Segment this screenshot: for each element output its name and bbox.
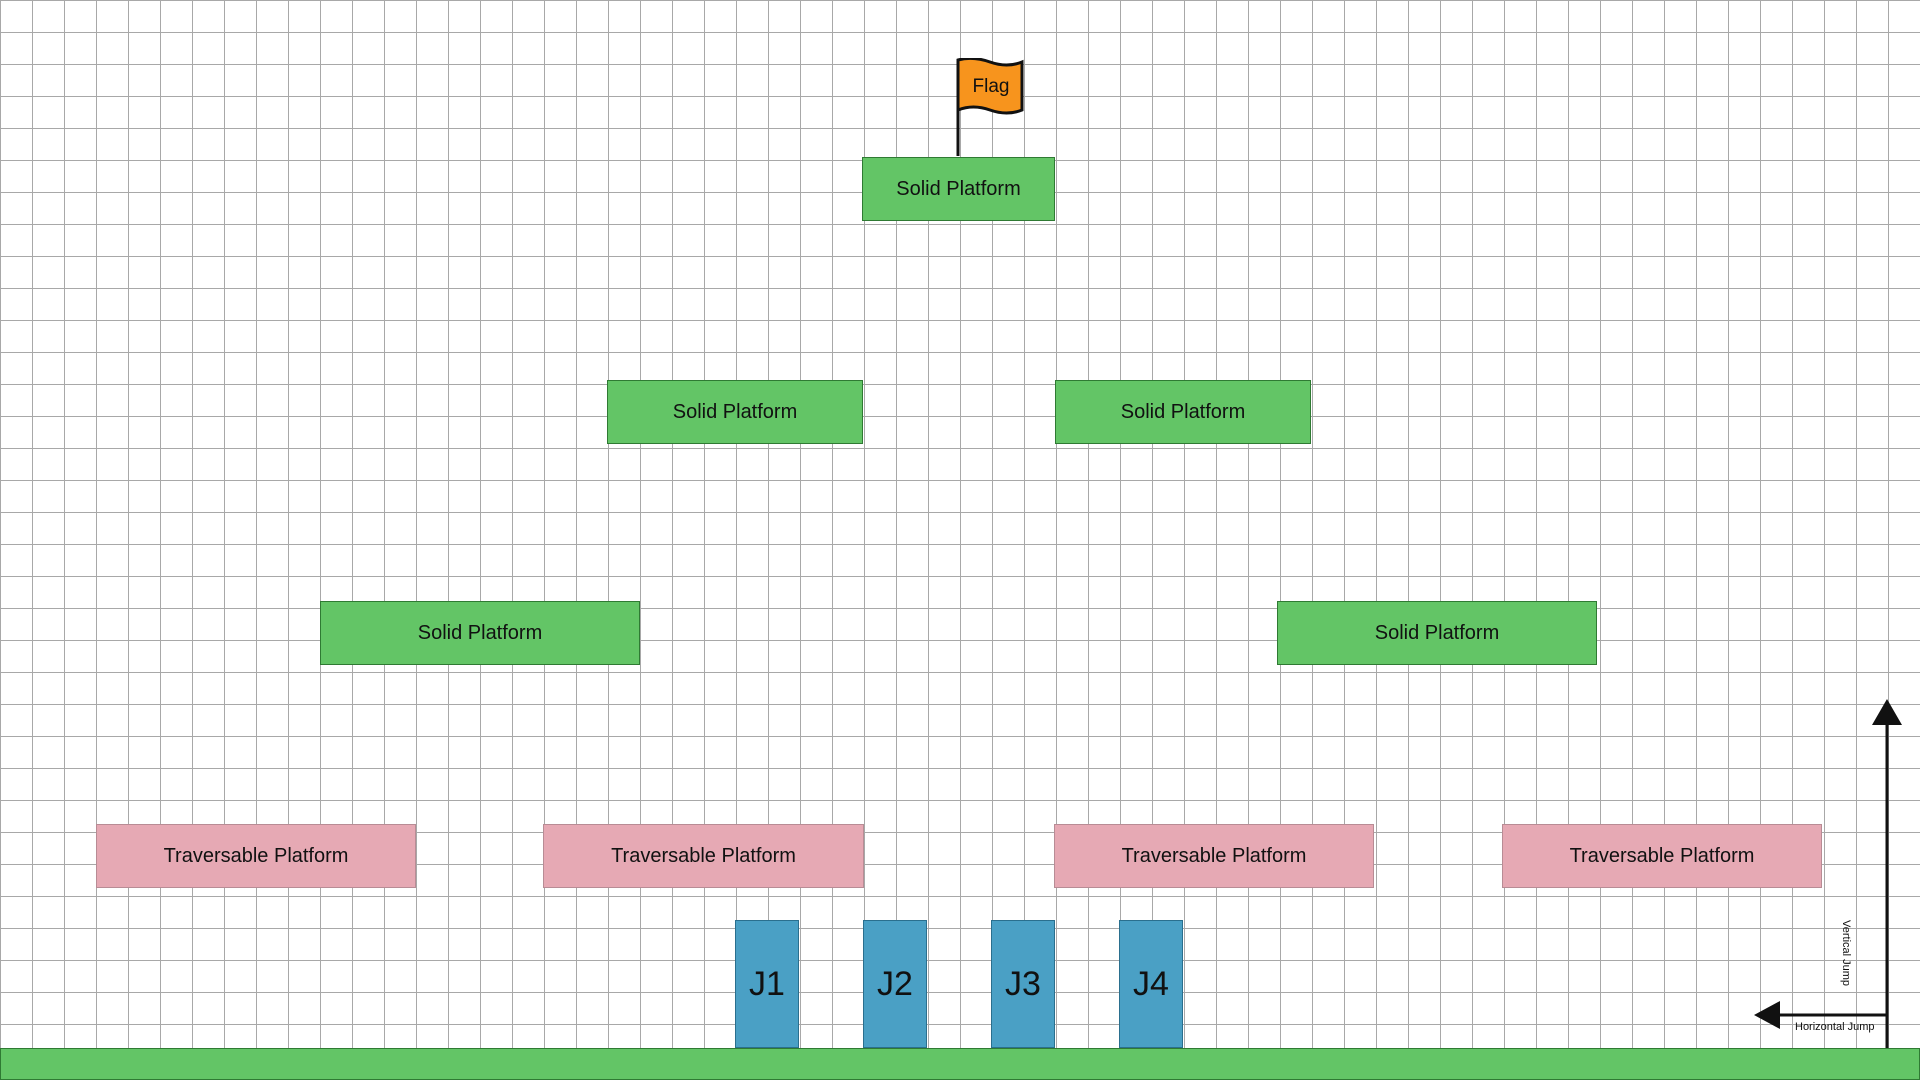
player-j1: J1: [735, 920, 799, 1048]
platform-label: Traversable Platform: [1569, 844, 1755, 867]
player-label: J3: [1005, 964, 1041, 1003]
platform-label: Solid Platform: [1374, 621, 1500, 644]
platform-label: Solid Platform: [1120, 400, 1246, 423]
traversable-platform-4: Traversable Platform: [1502, 824, 1822, 888]
solid-platform-upper-right: Solid Platform: [1055, 380, 1311, 444]
platform-label: Solid Platform: [896, 177, 1021, 200]
player-j4: J4: [1119, 920, 1183, 1048]
platform-label: Traversable Platform: [1121, 844, 1307, 867]
platform-label: Solid Platform: [672, 400, 798, 423]
horizontal-jump-label: Horizontal Jump: [1795, 1021, 1875, 1033]
vertical-jump-label: Vertical Jump: [1840, 920, 1852, 987]
player-label: J4: [1133, 964, 1169, 1003]
platform-label: Solid Platform: [417, 621, 543, 644]
player-label: J2: [877, 964, 913, 1003]
solid-platform-middle-left: Solid Platform: [320, 601, 640, 665]
player-j3: J3: [991, 920, 1055, 1048]
player-j2: J2: [863, 920, 927, 1048]
player-label: J1: [749, 964, 785, 1003]
solid-platform-upper-left: Solid Platform: [607, 380, 863, 444]
traversable-platform-1: Traversable Platform: [96, 824, 416, 888]
platform-label: Traversable Platform: [163, 844, 349, 867]
solid-platform-top: Solid Platform: [862, 157, 1055, 221]
flag-label: Flag: [972, 76, 1010, 97]
flag-icon: [956, 58, 1024, 156]
traversable-platform-3: Traversable Platform: [1054, 824, 1374, 888]
traversable-platform-2: Traversable Platform: [543, 824, 864, 888]
jump-axes-icon: [1754, 699, 1902, 1048]
solid-platform-middle-right: Solid Platform: [1277, 601, 1597, 665]
ground-platform: [0, 1048, 1920, 1080]
platform-label: Traversable Platform: [611, 844, 796, 867]
